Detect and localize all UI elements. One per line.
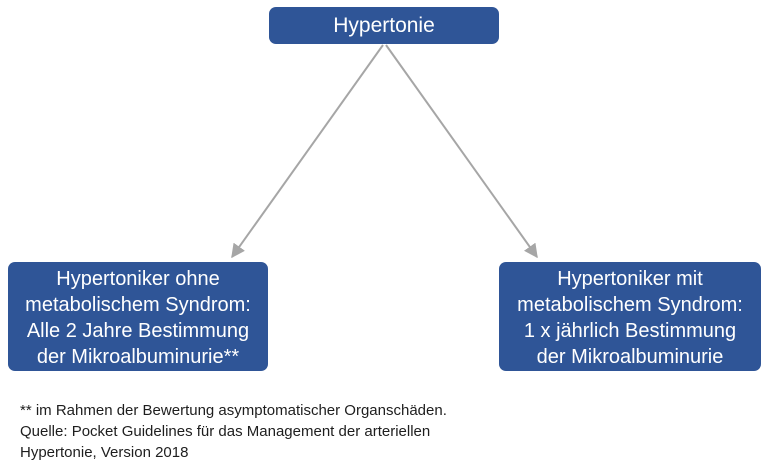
child-node-without-metabolic-syndrome: Hypertoniker ohne metabolischem Syndrom:… <box>8 262 268 371</box>
footnote-source-line-1: Quelle: Pocket Guidelines für das Manage… <box>20 423 431 440</box>
child-node-with-metabolic-syndrome: Hypertoniker mit metabolischem Syndrom: … <box>499 262 761 371</box>
root-node-label: Hypertonie <box>333 14 435 37</box>
child-node-line: Hypertoniker mit <box>557 267 703 290</box>
footnote-source-line-2: Hypertonie, Version 2018 <box>20 444 189 461</box>
child-node-line: der Mikroalbuminurie <box>536 345 724 368</box>
child-node-line: metabolischem Syndrom: <box>517 293 743 316</box>
connector-arrow-right <box>385 44 538 259</box>
root-node-hypertonie: Hypertonie <box>269 7 499 44</box>
child-node-line: Alle 2 Jahre Bestimmung <box>26 319 250 342</box>
footnote-asterisk-note: ** im Rahmen der Bewertung asymptomatisc… <box>20 402 447 419</box>
child-node-line: Hypertoniker ohne <box>56 267 220 290</box>
child-node-line: metabolischem Syndrom: <box>25 293 251 316</box>
child-node-line: 1 x jährlich Bestimmung <box>523 319 737 342</box>
connector-arrow-left <box>231 44 384 259</box>
child-node-line: der Mikroalbuminurie** <box>36 345 240 368</box>
footnotes: ** im Rahmen der Bewertung asymptomatisc… <box>20 400 720 463</box>
